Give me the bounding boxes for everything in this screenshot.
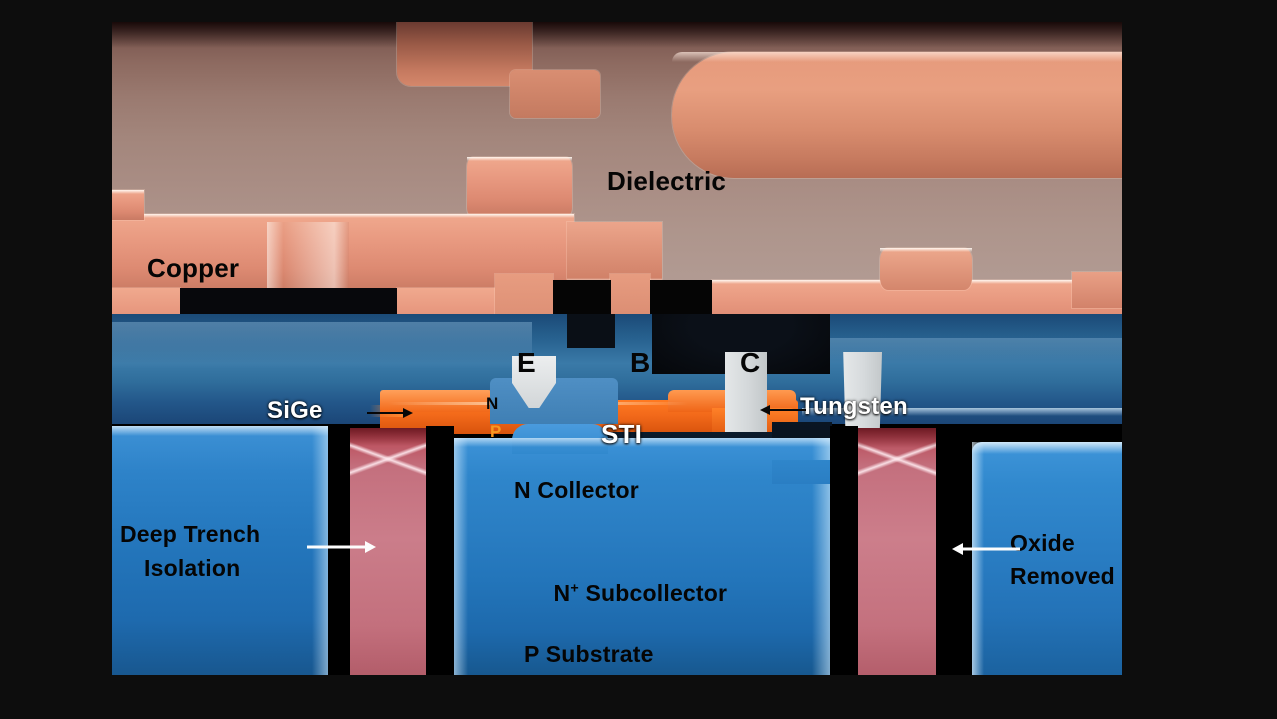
label-sti: STI	[601, 419, 643, 449]
label-deep-trench-isolation-line2: Isolation	[144, 555, 241, 581]
label-tungsten: Tungsten	[800, 393, 908, 420]
subcollector-prefix: N	[553, 580, 571, 606]
copper-metal-line-upper-step	[112, 190, 144, 220]
void-left-of-trench-2	[830, 426, 858, 675]
deep-trench-right-topdark	[858, 428, 936, 448]
sige-raised-shelf-left	[380, 390, 496, 412]
silicon-bulk-center-leftglow	[454, 438, 468, 675]
silicon-bulk-right-topglow	[972, 442, 1122, 454]
label-n-doping: N	[486, 394, 499, 413]
dielectric-top-shadow	[112, 22, 1122, 48]
copper-stud-right	[880, 248, 972, 290]
label-collector: C	[740, 347, 761, 378]
void-left-of-trench-1	[328, 426, 350, 675]
label-dielectric: Dielectric	[607, 166, 727, 196]
label-copper: Copper	[147, 253, 240, 283]
label-deep-trench-isolation-line1: Deep Trench	[120, 521, 261, 547]
sige-arrow	[367, 407, 415, 419]
copper-top-left-block	[397, 22, 532, 86]
silicon-bulk-center	[454, 438, 830, 675]
void-right-of-trench-1	[426, 426, 454, 675]
silicon-bulk-left-topglow	[112, 426, 328, 436]
label-sige: SiGe	[267, 397, 323, 424]
oxide-removed-arrow	[952, 542, 1020, 556]
label-oxide-removed-line1: Oxide	[1010, 530, 1075, 556]
etched-cavity-left	[567, 314, 615, 348]
label-emitter: E	[517, 347, 536, 378]
silicon-bulk-center-rightglow	[812, 438, 830, 675]
label-n-plus-subcollector: N+ Subcollector	[514, 553, 727, 634]
silicon-surface-edge-glow	[802, 408, 1122, 416]
silicon-bulk-center-topglow	[454, 438, 830, 447]
copper-top-right-bar-highlight	[672, 52, 1122, 62]
copper-via-upper	[467, 157, 572, 217]
tungsten-arrow	[760, 404, 806, 416]
silicon-surface-highlight	[112, 322, 532, 368]
sem-micrograph: Dielectric Copper SiGe Tungsten STI E B …	[112, 22, 1122, 675]
silicon-bulk-right	[972, 442, 1122, 675]
silicon-bulk-left-edgeglow	[312, 426, 328, 675]
label-p-substrate: P Substrate	[524, 641, 654, 667]
copper-top-right-bar	[672, 52, 1122, 178]
tungsten-plug-base	[725, 352, 767, 434]
copper-step-far-right	[1072, 272, 1122, 308]
label-oxide-removed-line2: Removed	[1010, 563, 1115, 589]
label-n-collector: N Collector	[514, 477, 639, 503]
silicon-center-step	[772, 460, 830, 484]
silicon-bulk-left	[112, 426, 328, 675]
label-base: B	[630, 347, 651, 378]
copper-top-left-block-2	[510, 70, 600, 118]
deep-trench-arrow	[307, 540, 379, 554]
label-p-doping: P	[490, 422, 502, 441]
subcollector-suffix: Subcollector	[578, 580, 728, 606]
subcollector-superscript: +	[570, 580, 579, 597]
deep-trench-left-topdark	[350, 428, 426, 446]
silicon-bulk-right-leftglow	[972, 442, 984, 675]
copper-metal-line-upper-right	[567, 222, 662, 282]
copper-grain-upper	[267, 222, 349, 288]
